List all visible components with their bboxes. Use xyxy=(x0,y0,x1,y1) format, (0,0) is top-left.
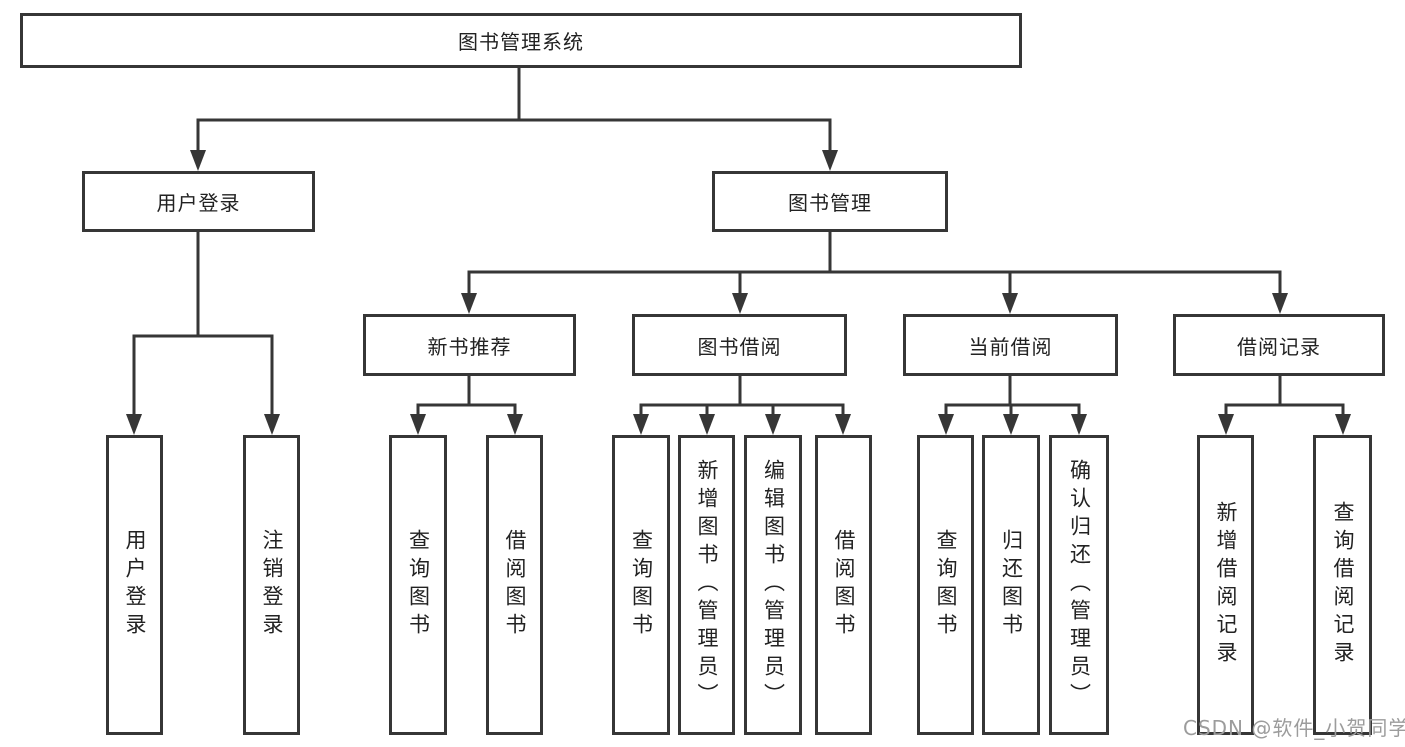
edges-new-book-recommendation xyxy=(410,376,523,435)
node-query-borrow-record: 查询借阅记录 xyxy=(1313,435,1372,735)
node-edit-books-admin: 编辑图书（管理员） xyxy=(744,435,802,735)
node-confirm-return-admin: 确认归还（管理员） xyxy=(1049,435,1109,735)
edges-user-login xyxy=(126,232,280,435)
edges-current-borrowing xyxy=(938,376,1087,435)
node-new-book-recommendation: 新书推荐 xyxy=(363,314,576,376)
edges-book-borrowing xyxy=(633,376,851,435)
node-user-login-action: 用户登录 xyxy=(106,435,163,735)
node-add-borrow-record: 新增借阅记录 xyxy=(1197,435,1254,735)
node-query-books-borrowing: 查询图书 xyxy=(612,435,670,735)
node-query-books-recommend: 查询图书 xyxy=(389,435,447,735)
edges-book-management xyxy=(461,232,1288,314)
node-borrowing-records: 借阅记录 xyxy=(1173,314,1385,376)
node-user-login: 用户登录 xyxy=(82,171,315,232)
node-query-books-current: 查询图书 xyxy=(917,435,974,735)
node-logout: 注销登录 xyxy=(243,435,300,735)
node-borrow-books-recommend: 借阅图书 xyxy=(486,435,543,735)
node-book-management: 图书管理 xyxy=(712,171,948,232)
edges-borrowing-records xyxy=(1218,376,1351,435)
edges-root xyxy=(190,68,838,171)
node-add-books-admin: 新增图书（管理员） xyxy=(678,435,735,735)
node-library-management-system: 图书管理系统 xyxy=(20,13,1022,68)
node-return-books: 归还图书 xyxy=(982,435,1040,735)
node-book-borrowing: 图书借阅 xyxy=(632,314,847,376)
node-current-borrowing: 当前借阅 xyxy=(903,314,1118,376)
watermark: CSDN @软件_小贺同学 xyxy=(1183,716,1405,740)
node-borrow-books: 借阅图书 xyxy=(815,435,872,735)
